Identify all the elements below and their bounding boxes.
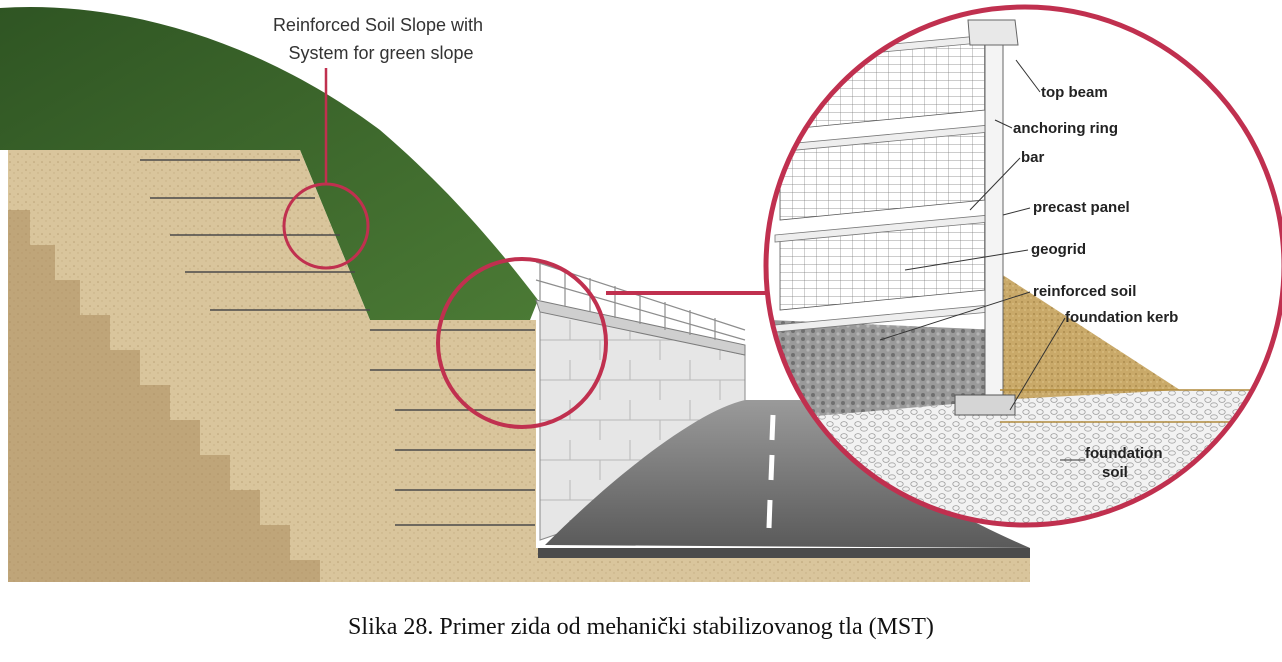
callout-text-line1: Reinforced Soil Slope with <box>273 15 483 35</box>
label-foundation-soil-line1: foundation <box>1085 445 1162 462</box>
callout-text-line2: System for green slope <box>288 43 473 63</box>
figure-caption: Slika 28. Primer zida od mehanički stabi… <box>348 614 934 640</box>
road-shoulder <box>538 548 1030 558</box>
label-foundation-kerb: foundation kerb <box>1065 309 1178 326</box>
grass-slope <box>0 7 538 320</box>
mse-wall-diagram: Reinforced Soil Slope with System for gr… <box>0 4 1282 582</box>
label-leader-lines <box>879 59 1085 461</box>
road-centerline <box>766 414 776 529</box>
label-foundation-soil-line2: soil <box>1102 464 1128 481</box>
label-geogrid: geogrid <box>1031 241 1086 258</box>
detail-circle-border <box>763 4 1282 528</box>
natural-ground-steps <box>8 210 320 582</box>
label-anchoring-ring: anchoring ring <box>1013 120 1118 137</box>
wall-top-beam <box>535 299 746 356</box>
label-top-beam: top beam <box>1041 84 1108 101</box>
label-precast-panel: precast panel <box>1033 199 1130 216</box>
callout-circle-wall <box>436 257 608 429</box>
reinforcement-bars <box>140 159 535 526</box>
reinforced-soil-block <box>8 150 1030 582</box>
road <box>545 400 1030 548</box>
label-reinforced-soil: reinforced soil <box>1033 283 1136 300</box>
label-bar: bar <box>1021 149 1045 166</box>
